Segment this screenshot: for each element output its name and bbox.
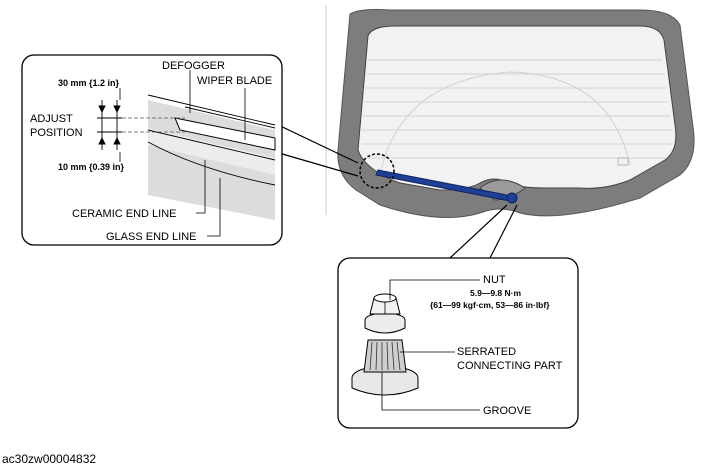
glass-top-line — [147, 94, 276, 126]
callout-leader-nut — [449, 204, 518, 259]
pivot-base-body — [351, 378, 419, 396]
leader-ceramic — [196, 160, 206, 214]
dimension-arrows — [97, 100, 122, 150]
nut-top — [373, 293, 397, 303]
defogger-lines — [362, 59, 672, 159]
leader-glass-end — [207, 178, 221, 237]
defogger-line — [184, 106, 276, 129]
ceramic-band — [148, 128, 275, 175]
wiper-pivot-nut — [506, 192, 518, 204]
nut-torque-alt-label: {61—99 kgf·cm, 53—86 in·lbf} — [430, 300, 550, 310]
wiper-sweep-arc — [379, 71, 631, 176]
glass-end-line-label: GLASS END LINE — [106, 231, 196, 243]
leader-groove — [381, 372, 480, 411]
dim-bottom-label: 10 mm {0.39 in} — [58, 162, 125, 172]
washer-body — [364, 320, 406, 334]
dim-top-label: 30 mm {1.2 in} — [58, 78, 120, 88]
leader-nut — [389, 279, 480, 300]
groove-label: GROOVE — [483, 405, 531, 417]
serrated-label-1: SERRATED — [457, 346, 516, 358]
wiper-blade-detail — [174, 117, 276, 151]
adjust-position-label-1: ADJUST — [30, 113, 73, 125]
adjust-position-label-2: POSITION — [30, 127, 83, 139]
ceramic-end-line-label: CERAMIC END LINE — [72, 208, 177, 220]
figure-code: ac30zw00004832 — [2, 452, 96, 466]
callout-circle-blade-tip — [359, 153, 395, 189]
rear-window-assembly — [337, 9, 695, 218]
callout-leader-left — [273, 122, 359, 177]
detail-blade-position: 30 mm {1.2 in} ADJUST POSITION 10 mm {0.… — [21, 54, 283, 246]
serrated-connecting-part — [363, 339, 407, 373]
window-glass — [357, 25, 677, 191]
serrations — [369, 341, 401, 371]
glass-marking — [617, 157, 629, 166]
ceramic-line — [147, 129, 276, 161]
wiper-blade-label: WIPER BLADE — [197, 75, 272, 87]
serrated-label-2: CONNECTING PART — [457, 360, 563, 372]
nut-label: NUT — [483, 274, 506, 286]
nut-torque-label: 5.9—9.8 N·m — [470, 288, 521, 298]
glass-end-curve — [147, 141, 276, 186]
detail-nut: NUT 5.9—9.8 N·m {61—99 kgf·cm, 53—86 in·… — [337, 257, 579, 429]
defogger-label: DEFOGGER — [162, 60, 225, 72]
